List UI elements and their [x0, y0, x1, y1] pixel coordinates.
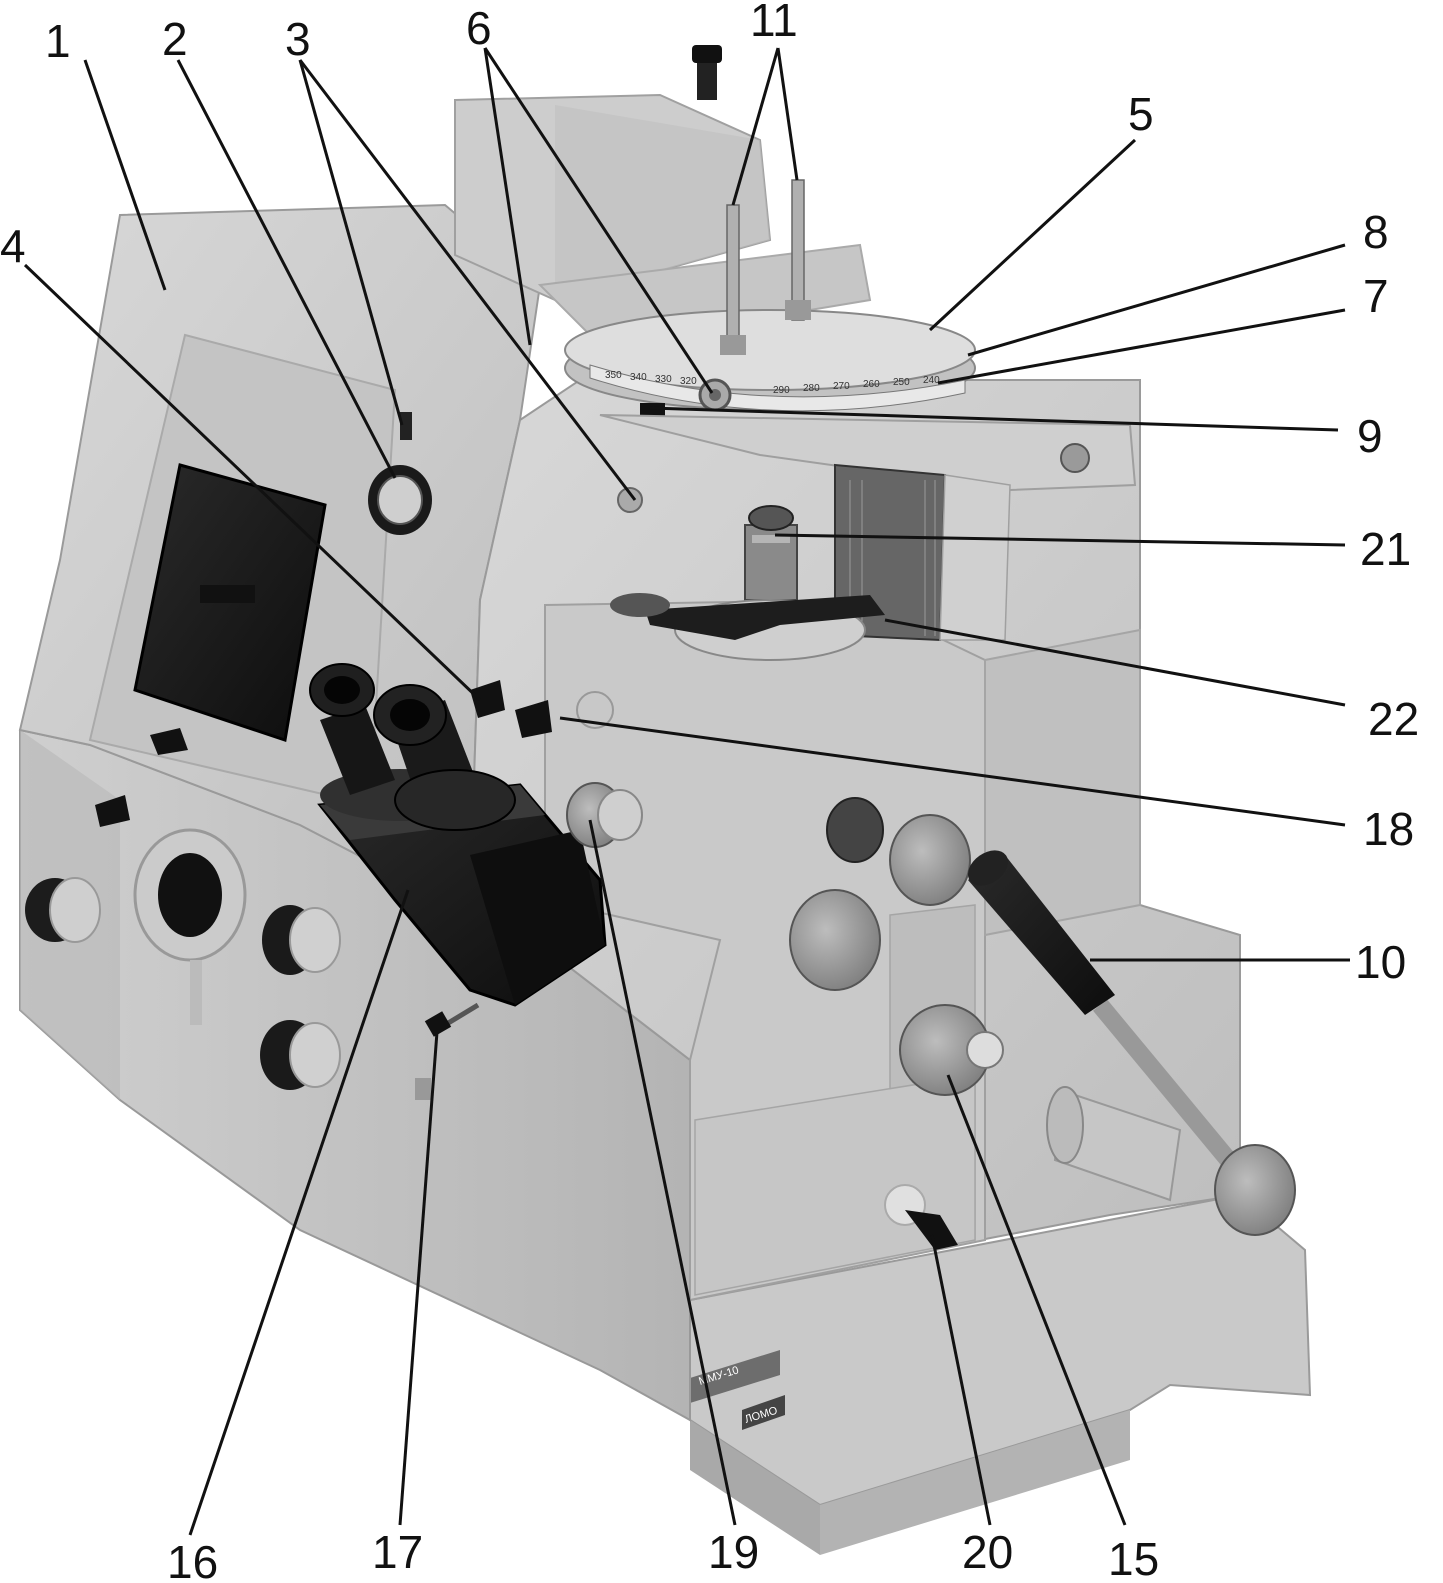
leader-1 — [83, 59, 167, 291]
callout-1: 1 — [45, 15, 71, 67]
dial-scale: 290 280 270 260 250 240 — [773, 375, 940, 396]
rotating-stage: 290 280 270 260 250 240 350 340 330 320 — [564, 309, 976, 417]
leader-11a — [731, 47, 780, 206]
leader-9 — [649, 406, 1339, 432]
callout-2: 2 — [162, 13, 188, 65]
leader-19 — [588, 819, 737, 1526]
leader-16 — [188, 889, 410, 1536]
lever-handle — [968, 850, 1296, 1236]
callout-15: 15 — [1108, 1533, 1159, 1583]
dial-scale-left: 350 340 330 320 — [605, 370, 697, 387]
control-knobs — [25, 412, 1004, 1250]
leader-5 — [928, 138, 1137, 332]
callout-21: 21 — [1360, 523, 1411, 575]
binocular-head — [309, 663, 607, 1007]
leader-3a — [298, 59, 404, 426]
dial-scale-label-3: 260 — [863, 379, 880, 390]
leader-21 — [774, 533, 1346, 547]
dial-scale-left-label-0: 350 — [605, 370, 622, 381]
stage-pins — [720, 179, 811, 355]
leader-11b — [776, 47, 799, 181]
leader-2 — [176, 59, 397, 479]
callout-9: 9 — [1357, 410, 1383, 462]
leader-6b — [483, 47, 714, 394]
callout-19: 19 — [708, 1526, 759, 1578]
leader-18 — [559, 716, 1346, 827]
top-knob — [697, 55, 717, 100]
leader-17 — [398, 1031, 439, 1526]
callout-5: 5 — [1128, 88, 1154, 140]
leader-6a — [483, 47, 532, 346]
callout-6: 6 — [466, 2, 492, 54]
lever-17 — [424, 1002, 480, 1037]
callout-8: 8 — [1363, 206, 1389, 258]
leader-22 — [884, 618, 1346, 707]
leader-15 — [946, 1074, 1127, 1526]
eyepiece-left — [309, 663, 395, 795]
leader-3b — [298, 59, 637, 501]
leader-7 — [937, 308, 1346, 385]
dial-scale-label-5: 240 — [923, 375, 940, 386]
objective — [744, 505, 798, 601]
callout-17: 17 — [372, 1526, 423, 1578]
object-table — [610, 593, 885, 661]
dial-scale-label-1: 280 — [803, 383, 820, 394]
dial-scale-left-label-3: 320 — [680, 376, 697, 387]
microscope-body: ММУ-10 ЛОМО 290 280 270 260 250 240 — [18, 45, 1312, 1555]
model-plate: ММУ-10 ЛОМО — [690, 1350, 785, 1430]
callout-10: 10 — [1355, 936, 1406, 988]
dial-scale-left-label-2: 330 — [655, 374, 672, 385]
callout-22: 22 — [1368, 693, 1419, 745]
callout-16: 16 — [167, 1536, 218, 1583]
dial-scale-left-label-1: 340 — [630, 372, 647, 383]
leader-lines — [23, 47, 1350, 1536]
dial-scale-label-2: 270 — [833, 381, 850, 392]
callout-11: 11 — [750, 0, 798, 46]
callout-3: 3 — [285, 13, 311, 65]
leader-4 — [23, 263, 482, 702]
leader-8 — [967, 243, 1346, 357]
dial-scale-label-0: 290 — [773, 385, 790, 396]
callout-20: 20 — [962, 1526, 1013, 1578]
dial-scale-label-4: 250 — [893, 377, 910, 388]
leader-20 — [930, 1234, 992, 1526]
callout-18: 18 — [1363, 803, 1414, 855]
callout-4: 4 — [0, 220, 26, 272]
callout-7: 7 — [1363, 270, 1389, 322]
